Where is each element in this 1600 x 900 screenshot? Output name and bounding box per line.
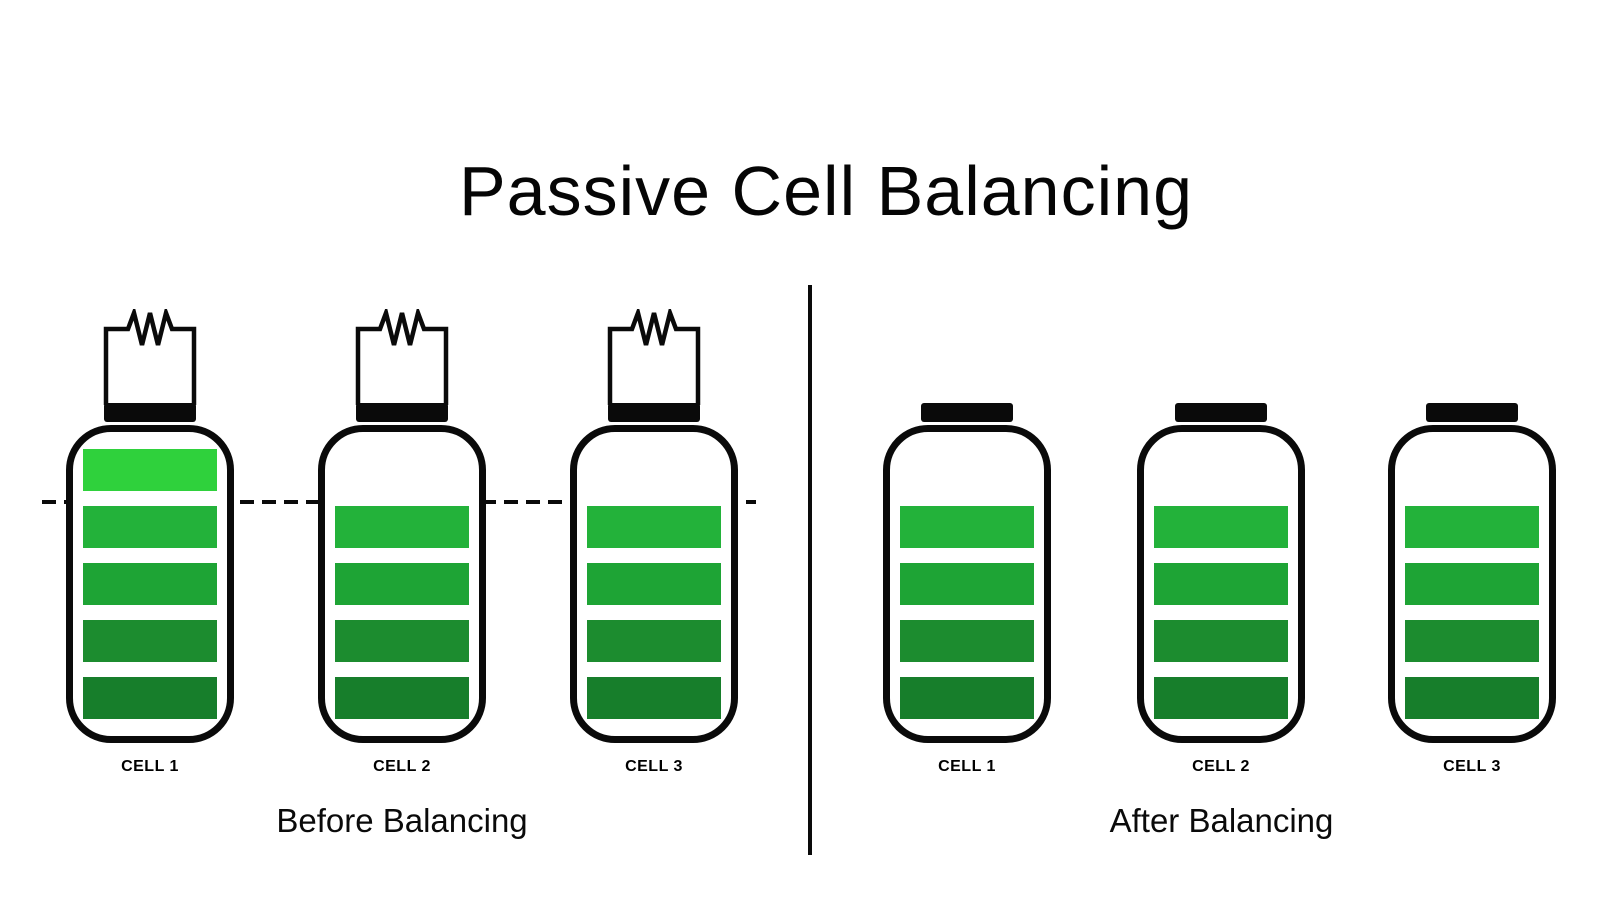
charge-bar: [587, 506, 721, 548]
cell-label: CELL 2: [373, 758, 431, 775]
charge-bar: [1405, 677, 1539, 719]
charge-bar: [900, 506, 1034, 548]
battery-body: [1388, 425, 1556, 743]
battery-cell: CELL 2: [318, 309, 486, 775]
battery-body: [570, 425, 738, 743]
charge-bar: [900, 563, 1034, 605]
charge-bar: [335, 677, 469, 719]
battery-cap: [608, 403, 700, 422]
charge-bar: [83, 506, 217, 548]
charge-bar: [83, 620, 217, 662]
battery-body: [318, 425, 486, 743]
after-caption: After Balancing: [1109, 802, 1334, 839]
battery-cap: [1175, 403, 1267, 422]
charge-bar: [900, 677, 1034, 719]
charge-bar: [335, 620, 469, 662]
battery-cell: CELL 2: [1137, 403, 1305, 775]
battery-cell: CELL 3: [570, 309, 738, 775]
charge-bar: [1154, 563, 1288, 605]
charge-bar: [1405, 563, 1539, 605]
charge-bar: [587, 620, 721, 662]
before-caption: Before Balancing: [276, 802, 528, 839]
resistor-icon: [103, 309, 197, 405]
battery-cell: CELL 1: [883, 403, 1051, 775]
charge-bar: [587, 563, 721, 605]
charge-bar: [1154, 677, 1288, 719]
battery-cap: [104, 403, 196, 422]
charge-bar: [83, 677, 217, 719]
battery-cap: [356, 403, 448, 422]
resistor-icon: [355, 309, 449, 405]
charge-bar: [1154, 620, 1288, 662]
charge-bar: [900, 620, 1034, 662]
resistor-icon: [607, 309, 701, 405]
cell-label: CELL 2: [1192, 758, 1250, 775]
charge-bar: [83, 563, 217, 605]
charge-bar: [335, 563, 469, 605]
battery-cap: [1426, 403, 1518, 422]
charge-bar: [1405, 506, 1539, 548]
cell-label: CELL 3: [625, 758, 683, 775]
charge-bar: [1405, 620, 1539, 662]
charge-bar: [1154, 506, 1288, 548]
group-divider-line: [808, 285, 812, 855]
charge-bar: [335, 506, 469, 548]
battery-body: [66, 425, 234, 743]
battery-body: [883, 425, 1051, 743]
cell-label: CELL 1: [121, 758, 179, 775]
charge-bar: [83, 449, 217, 491]
battery-cap: [921, 403, 1013, 422]
cell-label: CELL 3: [1443, 758, 1501, 775]
battery-body: [1137, 425, 1305, 743]
battery-cell: CELL 1: [66, 309, 234, 775]
cell-label: CELL 1: [938, 758, 996, 775]
page-title: Passive Cell Balancing: [458, 151, 1194, 230]
battery-cell: CELL 3: [1388, 403, 1556, 775]
charge-bar: [587, 677, 721, 719]
